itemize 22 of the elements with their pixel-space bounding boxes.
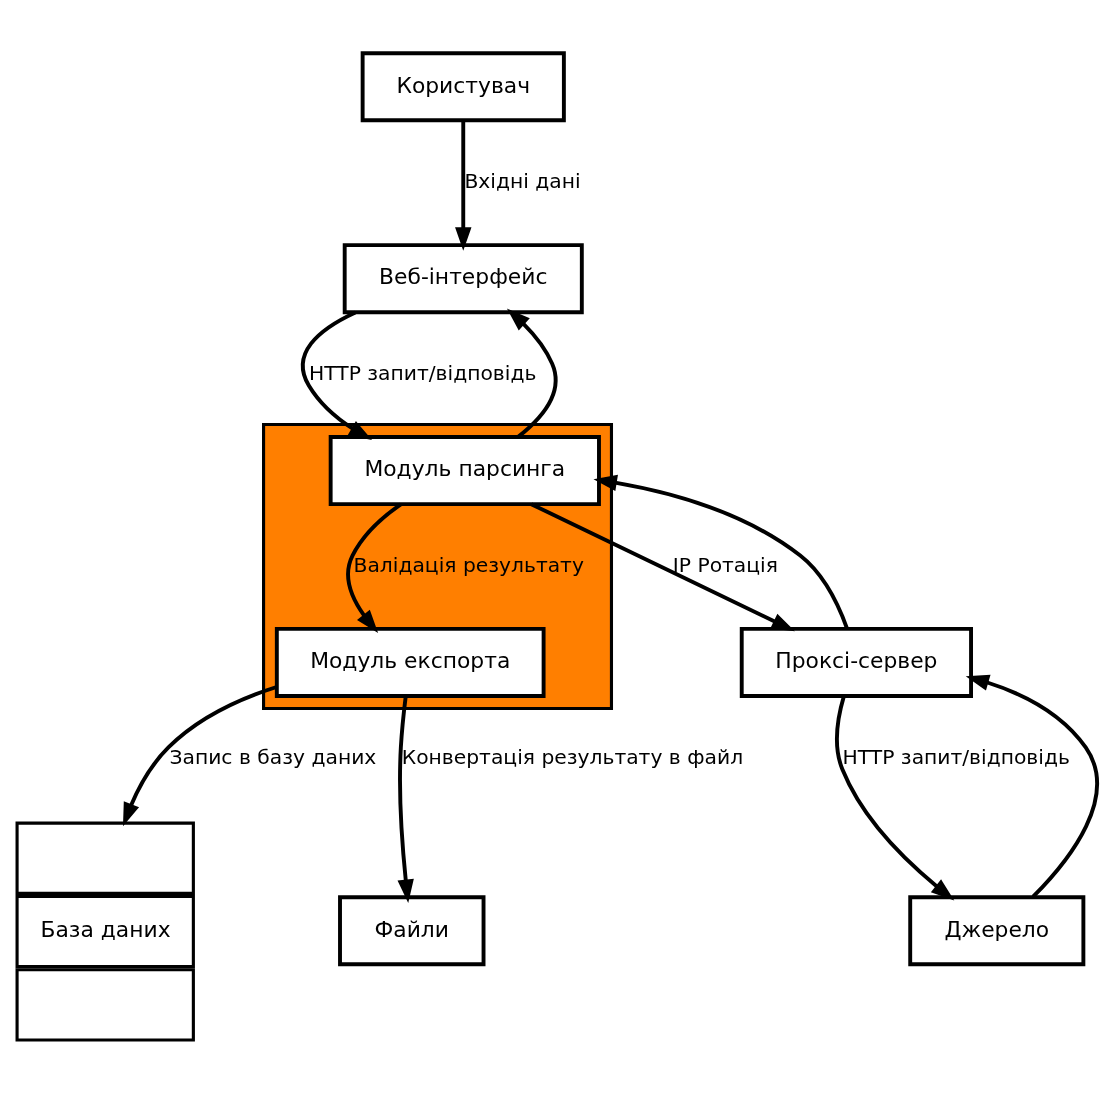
arrow (530, 501, 795, 631)
edge-label: IP Ротація (672, 552, 778, 577)
node-box: Проксі-сервер (739, 626, 973, 698)
edge-label: Запис в базу даних (169, 744, 377, 769)
arrow (835, 695, 955, 900)
arrow (397, 695, 414, 903)
arrow (965, 674, 1099, 898)
node-box: Файли (338, 894, 486, 966)
edge-label: Конвертація результату в файл (401, 744, 744, 769)
arrow (593, 474, 849, 629)
arrow (455, 119, 472, 251)
edge-label: Вхідні дані (464, 168, 581, 193)
node-box: Модуль парсинга (328, 434, 601, 506)
arrow (506, 308, 558, 438)
node-box: Джерело (908, 894, 1086, 966)
edge-label: Валідація результату (353, 552, 584, 577)
node-box: Веб-інтерфейс (342, 242, 584, 314)
node-box: Користувач (360, 50, 566, 122)
node-box: Модуль експорта (274, 626, 546, 698)
arrow (122, 684, 278, 826)
edge-label: HTTP запит/відповідь (309, 360, 537, 385)
edge-label: HTTP запит/відповідь (842, 744, 1070, 769)
